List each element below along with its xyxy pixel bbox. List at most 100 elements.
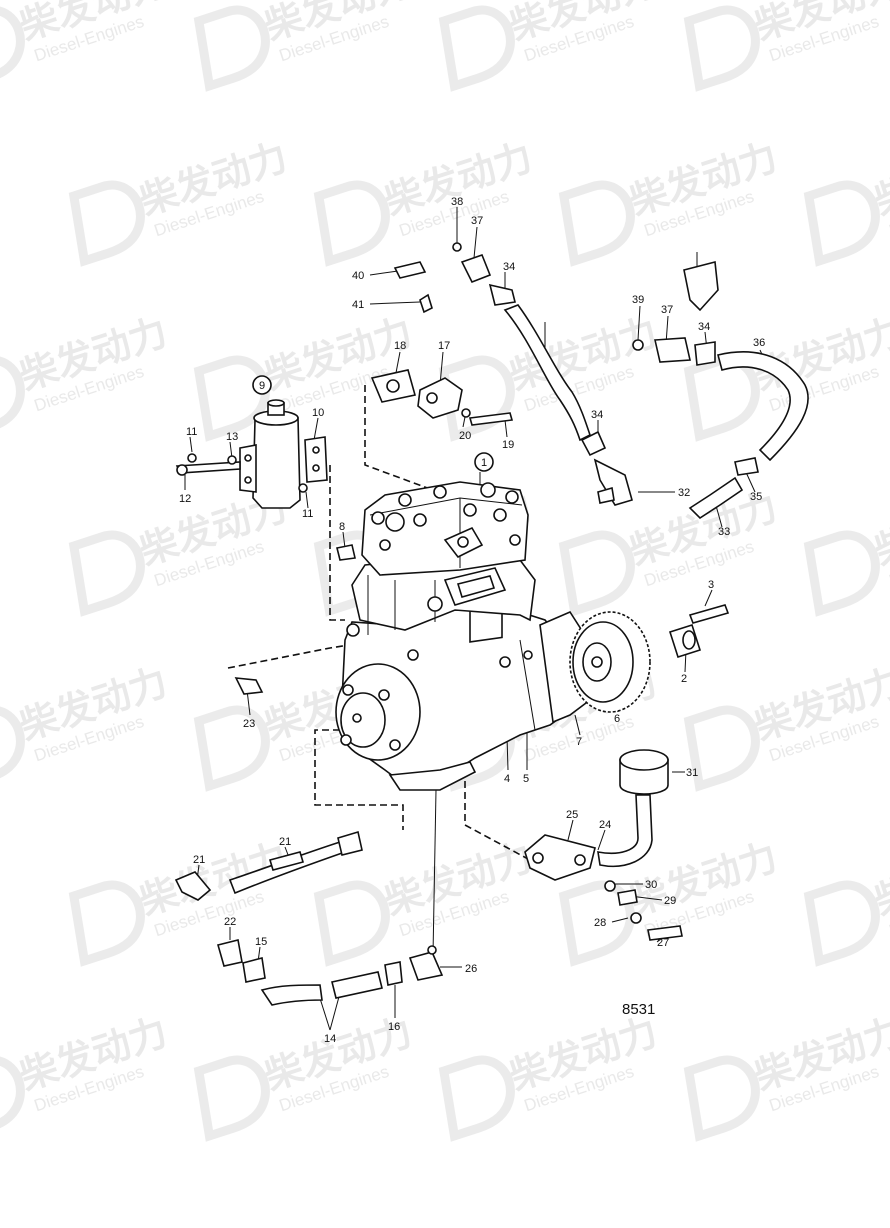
callout-25: 24: [599, 819, 611, 831]
callout-32: 32: [678, 487, 690, 499]
compressor-body: [335, 481, 651, 791]
callout-35: 36: [753, 337, 765, 349]
callout-4: 4: [504, 773, 510, 785]
callout-34: 35: [750, 491, 762, 503]
lower-hose-assembly: [174, 830, 363, 901]
lower-pipe-assembly: [217, 939, 444, 1006]
callout-labels: 38 37 34 40 41 18 17 20 19 34 32 39 37 3…: [179, 196, 765, 1045]
oil-filter-assembly: [524, 749, 683, 941]
watermark-logo: [683, 705, 760, 792]
watermark-logo: [0, 705, 25, 792]
watermark-logo: [68, 880, 145, 967]
callout-36: 37: [661, 304, 673, 316]
callout-30: 30: [645, 879, 657, 891]
callout-37: 39: [632, 294, 644, 306]
callout-16: 19: [502, 439, 514, 451]
callout-11: 11: [302, 508, 313, 520]
reference-number: 8531: [622, 1001, 655, 1018]
watermark-logo: [438, 1055, 515, 1142]
callout-33: 33: [718, 526, 730, 538]
callout-6: 6: [614, 713, 620, 725]
callout-23: 26: [465, 963, 477, 975]
watermark-logo: [193, 1055, 270, 1142]
callout-39: 41: [352, 299, 364, 311]
callout-28: 28: [594, 917, 606, 929]
watermark-logo: [0, 355, 25, 442]
watermark-logo: [558, 530, 635, 617]
right-pipe-assembly: [632, 260, 809, 520]
watermark-logo: [438, 5, 515, 92]
head-cover-parts: [370, 369, 514, 426]
watermark-logo: [0, 5, 25, 92]
upper-pipe-assembly: [393, 242, 633, 506]
watermark-logo: [193, 355, 270, 442]
callout-8: 8: [339, 521, 345, 533]
callout-38: 40: [352, 270, 364, 282]
stud-and-nut: [668, 604, 730, 659]
callout-3: 3: [708, 579, 714, 591]
callout-34: 34: [503, 261, 515, 273]
callout-34: 34: [591, 409, 603, 421]
callout-31: 31: [686, 767, 698, 779]
watermark-logo: [803, 530, 880, 617]
callout-17: 20: [459, 430, 471, 442]
watermark-logo: [803, 180, 880, 267]
watermark-logo: [0, 1055, 25, 1142]
watermark-logo: [68, 180, 145, 267]
callout-5: 5: [523, 773, 529, 785]
callout-20: 14: [324, 1033, 336, 1045]
callout-27: 27: [657, 937, 669, 949]
callout-7: 7: [576, 736, 582, 748]
callout-1: 1: [481, 457, 487, 469]
watermark-logo: [558, 180, 635, 267]
callout-2: 2: [681, 673, 687, 685]
callout-15: 18: [394, 340, 406, 352]
callout-34: 34: [698, 321, 710, 333]
callout-24: 23: [243, 718, 255, 730]
circled-labels: 1 9: [252, 375, 494, 472]
watermark-logo: [193, 5, 270, 92]
callout-10: 10: [312, 407, 324, 419]
watermark-logo: [68, 530, 145, 617]
unloader-valve: [175, 399, 328, 509]
callout-14: 17: [438, 340, 450, 352]
watermark-logo: [438, 355, 515, 442]
watermark-logo: [803, 880, 880, 967]
callout-36: 37: [471, 215, 483, 227]
watermark-logo: [683, 5, 760, 92]
callout-21: 16: [388, 1021, 400, 1033]
watermark-logo: [193, 705, 270, 792]
callout-21: 15: [255, 936, 267, 948]
callout-12: 12: [179, 493, 191, 505]
callout-19: 21: [193, 854, 205, 866]
watermark-logo: [683, 1055, 760, 1142]
callout-9: 9: [259, 380, 265, 392]
watermark-logo: [313, 180, 390, 267]
watermark-logo: [313, 880, 390, 967]
callout-13: 13: [226, 431, 238, 443]
callout-26: 25: [566, 809, 578, 821]
callout-11: 11: [186, 426, 197, 438]
callout-22: 22: [224, 916, 236, 928]
callout-37: 38: [451, 196, 463, 208]
callout-18: 21: [279, 836, 291, 848]
callout-29: 29: [664, 895, 676, 907]
